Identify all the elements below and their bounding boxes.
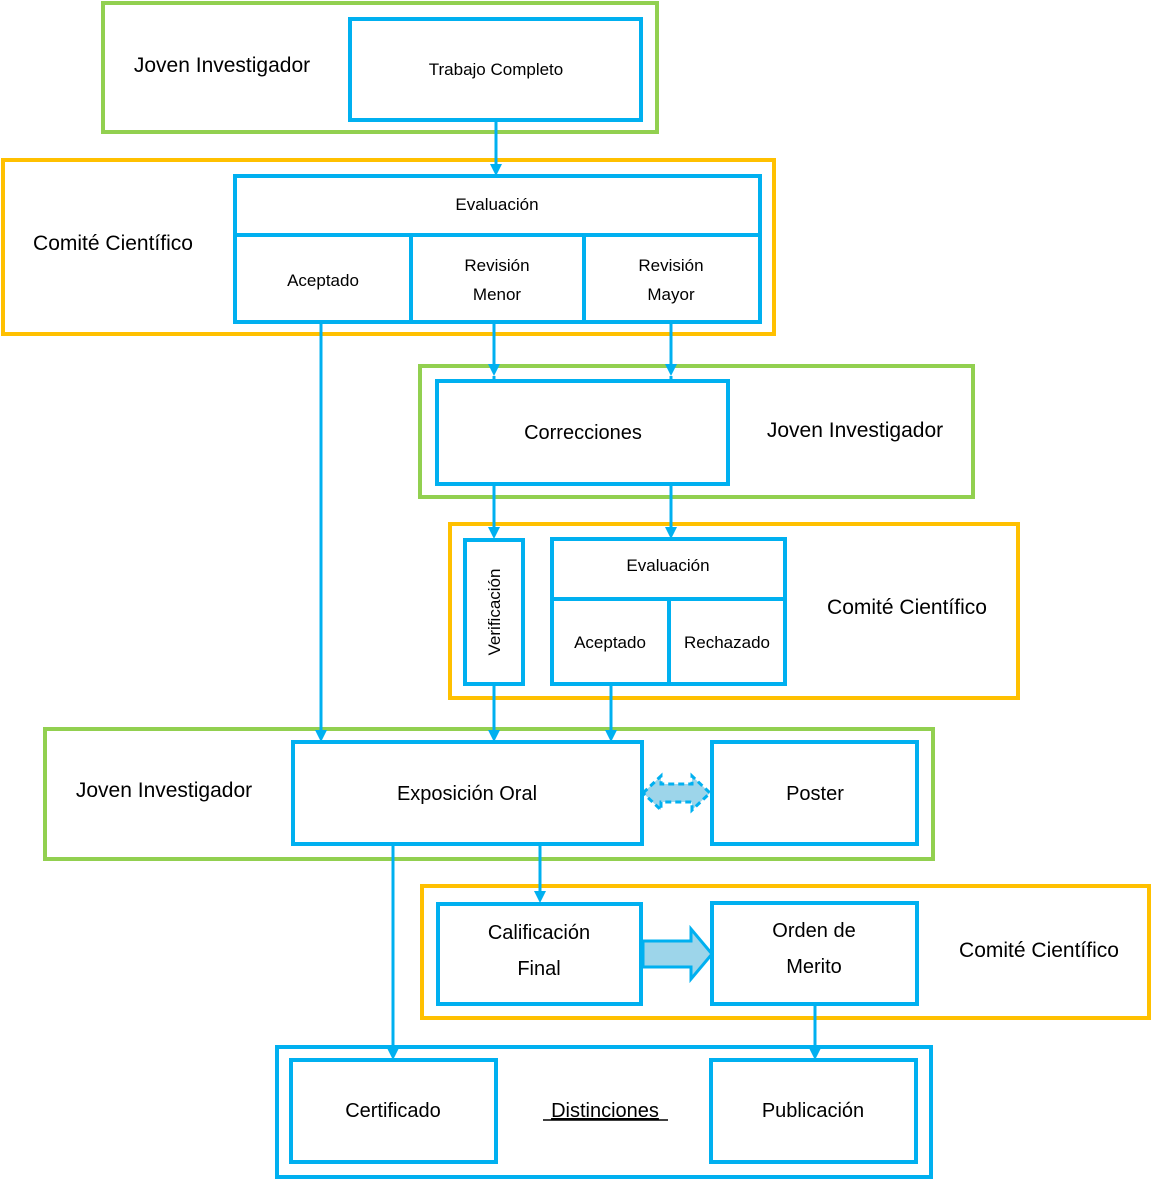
orden-de-merito-box xyxy=(710,901,919,1006)
aceptado-box-2 xyxy=(550,597,671,686)
lane-comite-cientifico-1 xyxy=(1,158,776,336)
publicacion-label: Publicación xyxy=(762,1100,864,1122)
orden-de-merito-label-1: Orden de xyxy=(772,920,855,942)
lane-joven-investigador-3 xyxy=(43,727,935,861)
calificacion-final-label-2: Final xyxy=(517,958,560,980)
lane-label-joven-1: Joven Investigador xyxy=(134,54,310,77)
lane-comite-cientifico-3 xyxy=(420,884,1151,1020)
lane-label-joven-2: Joven Investigador xyxy=(767,419,943,442)
lane-joven-investigador-2 xyxy=(418,364,975,499)
revision-mayor-label-2: Mayor xyxy=(647,285,695,304)
revision-menor-box xyxy=(409,233,586,324)
trabajo-completo-label: Trabajo Completo xyxy=(429,60,564,79)
verificacion-label: Verificación xyxy=(485,569,504,656)
lane-comite-cientifico-2 xyxy=(448,522,1020,700)
poster-box xyxy=(710,740,919,846)
rechazado-box xyxy=(667,597,787,686)
exposicion-oral-box xyxy=(291,740,644,846)
revision-menor-label-1: Revisión xyxy=(464,256,529,275)
exposicion-oral-label: Exposición Oral xyxy=(397,783,537,805)
certificado-label: Certificado xyxy=(345,1100,441,1122)
correcciones-label: Correcciones xyxy=(524,422,642,444)
lane-label-joven-3: Joven Investigador xyxy=(76,779,252,802)
aceptado-label-1: Aceptado xyxy=(287,271,359,290)
revision-mayor-label-1: Revisión xyxy=(638,256,703,275)
rechazado-label: Rechazado xyxy=(684,633,770,652)
evaluacion-label-2: Evaluación xyxy=(626,556,709,575)
revision-mayor-box xyxy=(582,233,762,324)
calificacion-final-label-1: Calificación xyxy=(488,922,590,944)
distinciones-label: Distinciones xyxy=(551,1100,659,1122)
trabajo-completo-box xyxy=(348,17,643,122)
evaluacion-label-1: Evaluación xyxy=(455,195,538,214)
lane-label-comite-3: Comité Científico xyxy=(959,939,1119,962)
poster-label: Poster xyxy=(786,783,844,805)
lane-label-comite-1: Comité Científico xyxy=(33,232,193,255)
lane-label-comite-2: Comité Científico xyxy=(827,596,987,619)
revision-menor-label-2: Menor xyxy=(473,285,522,304)
lane-joven-investigador-1 xyxy=(101,1,659,134)
right-block-arrow-icon xyxy=(641,924,714,984)
certificado-box xyxy=(289,1058,498,1164)
orden-de-merito-label-2: Merito xyxy=(786,956,842,978)
verificacion-box xyxy=(463,538,525,686)
correcciones-box xyxy=(435,379,730,486)
aceptado-label-2: Aceptado xyxy=(574,633,646,652)
double-arrow-icon xyxy=(640,772,713,814)
publicacion-box xyxy=(709,1058,918,1164)
calificacion-final-box xyxy=(436,902,643,1006)
